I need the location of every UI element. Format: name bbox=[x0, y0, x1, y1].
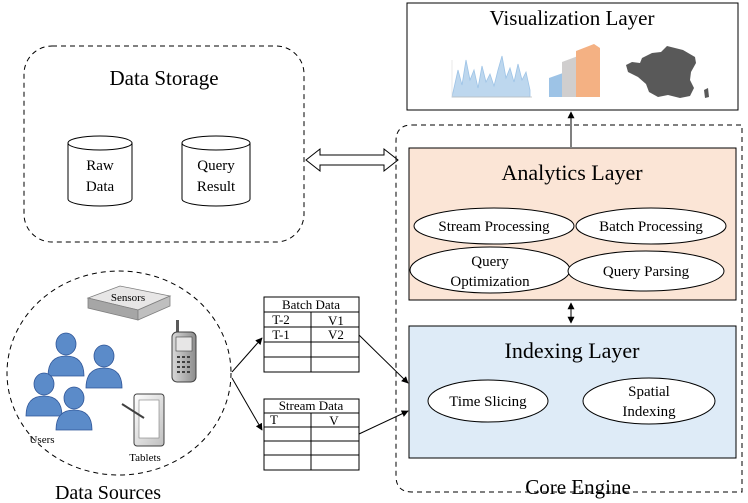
query-parsing-node bbox=[567, 250, 725, 292]
core-engine-label: Core Engine bbox=[525, 475, 631, 499]
batch-cell: V2 bbox=[328, 327, 344, 342]
query-optimization-label-line1: Query bbox=[471, 254, 509, 270]
batch-cell: T-2 bbox=[272, 312, 290, 327]
indexing-layer: Indexing Layer Time Slicing Spatial Inde… bbox=[408, 325, 737, 459]
sources-to-batch-arrow bbox=[231, 337, 263, 373]
tablets-label: Tablets bbox=[129, 452, 161, 464]
raw-data-label-line1: Raw bbox=[86, 158, 114, 174]
batch-data-table: Batch Data T-2 V1 T-1 V2 bbox=[263, 296, 360, 373]
stream-data-title: Stream Data bbox=[279, 398, 344, 413]
batch-to-indexing-arrow bbox=[358, 334, 409, 384]
spatial-indexing-node bbox=[582, 377, 716, 425]
area-chart-icon bbox=[451, 55, 532, 98]
sources-to-stream-arrow bbox=[231, 377, 263, 431]
stream-processing-label: Stream Processing bbox=[438, 219, 550, 235]
data-sources-group: Data Sources Sensors Users bbox=[6, 270, 232, 503]
data-sources-label: Data Sources bbox=[55, 482, 161, 503]
query-optimization-label-line2: Optimization bbox=[450, 274, 530, 290]
spatial-indexing-label-line2: Indexing bbox=[622, 404, 676, 420]
batch-cell: T-1 bbox=[272, 327, 290, 342]
visualization-layer: Visualization Layer bbox=[406, 2, 739, 111]
stream-to-indexing-arrow bbox=[358, 410, 409, 435]
visualization-title: Visualization Layer bbox=[490, 6, 655, 30]
batch-cell: V1 bbox=[328, 313, 344, 328]
sensors-label: Sensors bbox=[111, 292, 145, 304]
users-icon bbox=[25, 332, 123, 431]
core-engine-box: Core Engine bbox=[395, 124, 743, 499]
batch-processing-label: Batch Processing bbox=[599, 219, 703, 235]
france-map-icon bbox=[626, 46, 709, 98]
raw-data-label-line2: Data bbox=[86, 179, 115, 195]
time-slicing-node bbox=[427, 379, 549, 423]
stream-data-table: Stream Data T V bbox=[263, 398, 360, 471]
query-result-cylinder: Query Result bbox=[181, 135, 251, 207]
stream-cell: T bbox=[270, 412, 278, 427]
stream-processing-node bbox=[413, 207, 575, 245]
storage-engine-double-arrow bbox=[305, 147, 399, 173]
query-parsing-label: Query Parsing bbox=[603, 264, 690, 280]
tablet-icon: Tablets bbox=[121, 393, 165, 464]
bar-chart-icon bbox=[549, 44, 600, 97]
time-slicing-label: Time Slicing bbox=[449, 394, 527, 410]
query-result-label-line2: Result bbox=[197, 179, 236, 195]
analytics-layer: Analytics Layer Stream Processing Batch … bbox=[408, 147, 737, 301]
spatial-indexing-label-line1: Spatial bbox=[628, 384, 670, 400]
raw-data-cylinder: Raw Data bbox=[67, 135, 133, 207]
phone-icon bbox=[171, 320, 197, 383]
query-result-label-line1: Query bbox=[197, 158, 235, 174]
data-storage-title: Data Storage bbox=[109, 66, 218, 90]
indexing-title: Indexing Layer bbox=[505, 338, 641, 363]
batch-data-title: Batch Data bbox=[282, 297, 340, 312]
analytics-title: Analytics Layer bbox=[501, 160, 643, 185]
batch-processing-node bbox=[575, 207, 727, 245]
data-storage-box: Data Storage Raw Data Query Result bbox=[23, 45, 305, 243]
stream-cell: V bbox=[329, 413, 339, 428]
users-label: Users bbox=[29, 434, 54, 446]
sensors-icon: Sensors bbox=[86, 285, 172, 321]
